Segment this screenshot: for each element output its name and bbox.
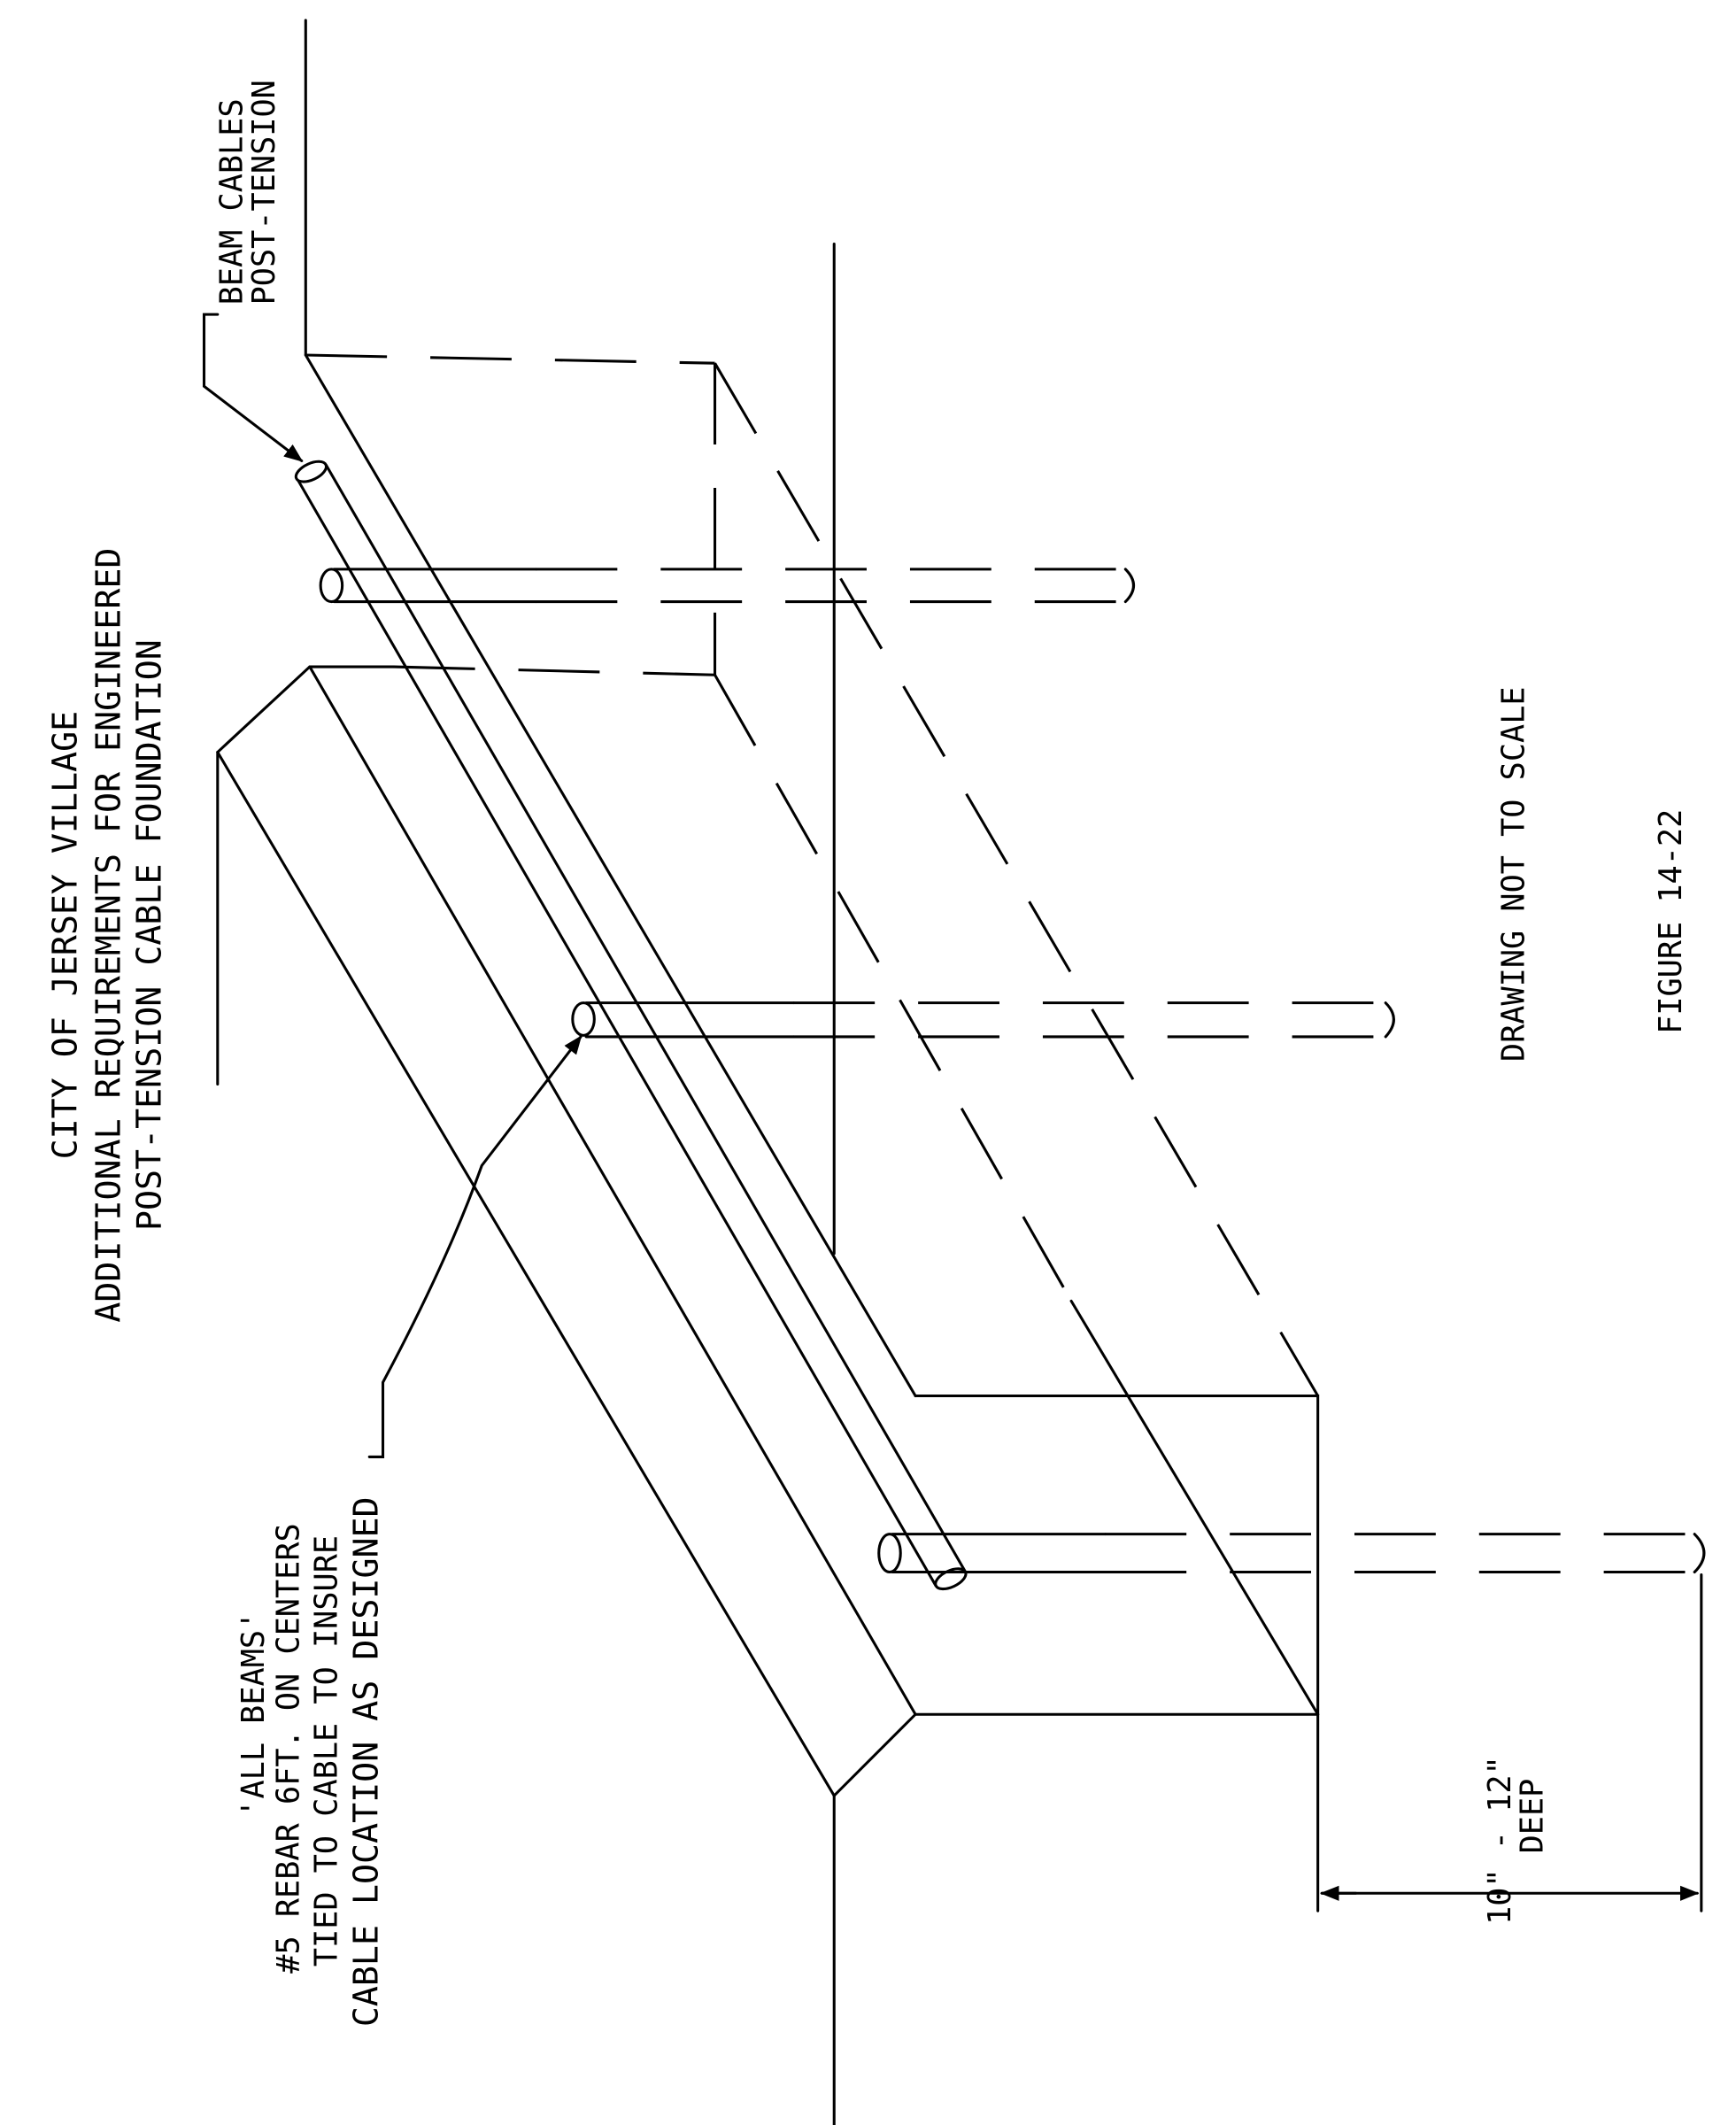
figure-number: FIGURE 14-22 <box>1653 809 1689 1034</box>
depth-label-2: DEEP <box>1515 1779 1551 1854</box>
note-line-2: #5 REBAR 6FT. ON CENTERS <box>271 1523 307 1973</box>
title-line-2: ADDITIONAL REQUIREMENTS FOR ENGINEERED <box>89 548 129 1323</box>
beam-outline <box>216 353 1320 1912</box>
note-line-4: CABLE LOCATION AS DESIGNED <box>346 1496 386 2027</box>
beam-cables-label-2: POST-TENSION <box>246 80 282 305</box>
scale-note: DRAWING NOT TO SCALE <box>1495 686 1532 1062</box>
rebar-3 <box>877 1533 1706 1574</box>
beam-cables-label-1: BEAM CABLES <box>213 98 250 305</box>
rebar-leader <box>367 1035 583 1458</box>
title-line-1: CITY OF JERSEY VILLAGE <box>46 711 86 1160</box>
depth-dimension <box>1320 1573 1703 1912</box>
note-line-1: 'ALL BEAMS' <box>235 1611 272 1818</box>
rebar-1 <box>319 568 1136 604</box>
post-tension-cable <box>294 460 968 1591</box>
title-line-3: POST-TENSION CABLE FOUNDATION <box>130 639 170 1231</box>
note-line-3: TIED TO CABLE TO INSURE <box>309 1535 345 1967</box>
depth-label-1: 10" - 12" <box>1482 1756 1518 1925</box>
rebar-2 <box>571 1001 1395 1039</box>
beam-cable-leader <box>202 313 304 462</box>
